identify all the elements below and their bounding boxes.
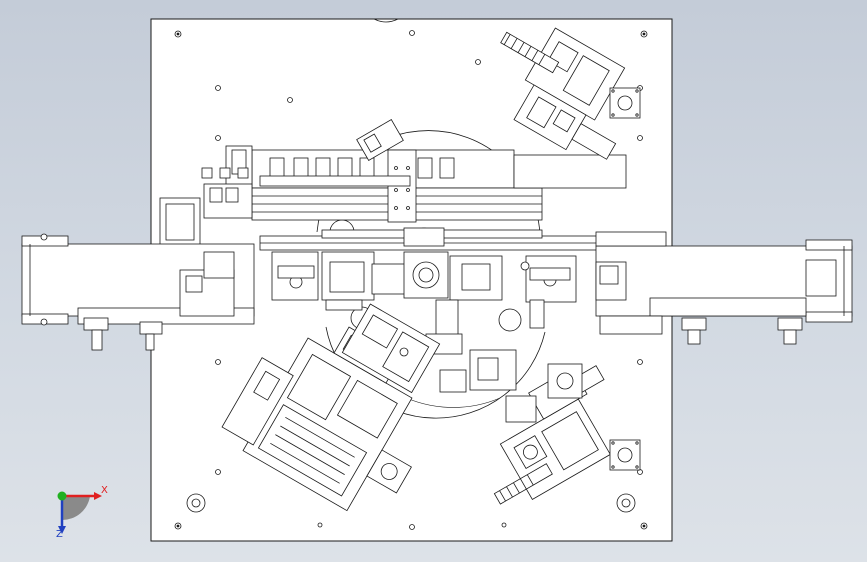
upper-linear-module (225, 145, 627, 223)
triad-y-axis-icon (57, 491, 67, 501)
axis-x-label: X (101, 485, 108, 496)
station-lower-left (221, 326, 413, 512)
station-lower-left-inner (341, 303, 441, 394)
coordinate-triad (57, 491, 102, 534)
station-right-middle (439, 349, 583, 423)
motor-mount-top (609, 87, 641, 119)
triad-z-arrow-icon (58, 526, 66, 534)
pneumatic-fittings (159, 167, 253, 247)
bottom-large-holes (186, 347, 636, 513)
small-bracket-top (356, 119, 404, 161)
center-cross-rail (259, 227, 601, 251)
left-conveyor (21, 233, 255, 351)
center-stations (271, 251, 577, 355)
triad-base-icon (62, 496, 90, 521)
station-upper-right (500, 27, 626, 160)
center-mark (373, 18, 399, 23)
axis-z-label: Z (56, 529, 63, 540)
right-conveyor (595, 231, 853, 345)
mounting-holes (174, 30, 648, 530)
motor-mount-bottom (609, 439, 641, 471)
triad-x-arrow-icon (94, 492, 102, 500)
